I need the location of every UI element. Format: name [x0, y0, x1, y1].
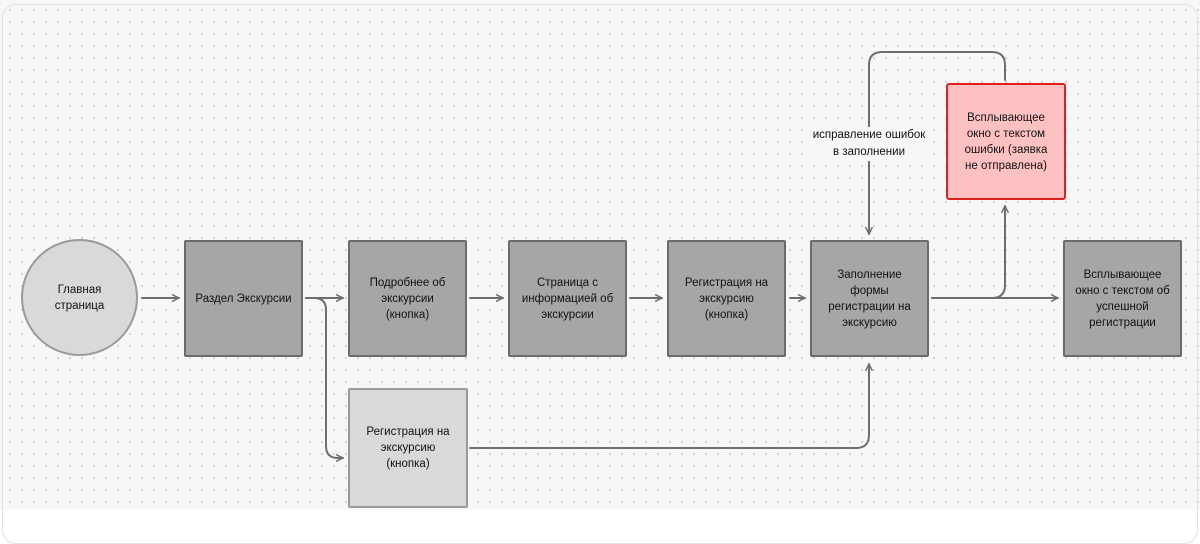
edge-form-to-error	[931, 205, 1009, 299]
edge-error-to-form	[865, 51, 1006, 235]
node-tours-section[interactable]: Раздел Экскурсии	[184, 240, 303, 357]
edge-label-fix-errors: исправление ошибок в заполнении	[808, 127, 930, 161]
node-tour-info-page[interactable]: Страница с информацией об экскурсии	[508, 240, 627, 357]
node-register-button-alt[interactable]: Регистрация на экскурсию (кнопка)	[348, 388, 468, 508]
node-fill-form[interactable]: Заполнение формы регистрации на экскурси…	[810, 240, 929, 357]
edge-tours-to-register-alt	[305, 297, 344, 462]
edges-layer	[141, 51, 1059, 462]
node-home[interactable]: Главная страница	[21, 239, 138, 356]
node-error-popup[interactable]: Всплывающее окно с текстом ошибки (заявк…	[946, 83, 1066, 200]
edge-register-alt-to-form	[469, 363, 873, 449]
node-details-button[interactable]: Подробнее об экскурсии (кнопка)	[348, 240, 467, 357]
node-register-button[interactable]: Регистрация на экскурсию (кнопка)	[667, 240, 786, 357]
node-success-popup[interactable]: Всплывающее окно с текстом об успешной р…	[1063, 240, 1182, 357]
